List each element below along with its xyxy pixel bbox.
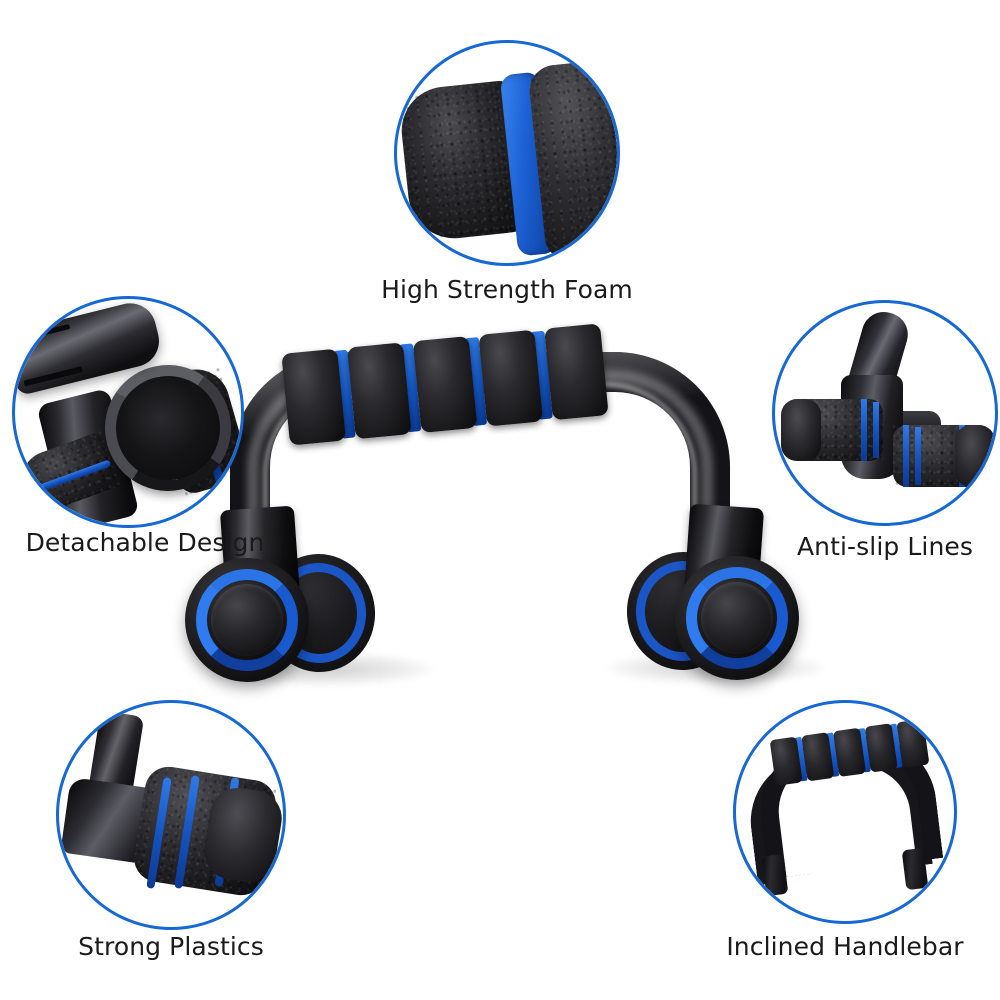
roller-endcap-left [781,399,821,461]
callout-detachable-design [12,296,244,528]
handlebar-foot-left [761,853,789,897]
grip-foam-segment [412,336,478,433]
cap-slot [23,366,84,387]
callout-image-clip [397,43,617,263]
blue-ring [196,569,298,671]
grip-foam-segment [347,342,412,440]
grip-foam-segment [478,329,543,427]
callout-image-clip [775,303,995,523]
callout-label-anti-slip-lines: Anti-slip Lines [796,532,974,561]
product-foot-left [185,558,309,682]
main-product-image [175,323,825,690]
callout-circle [772,300,998,526]
handlebar-foot-right [901,847,929,891]
product-foot-right [675,556,799,680]
blue-ring [873,402,879,458]
callout-label-strong-plastics: Strong Plastics [78,932,264,961]
callout-strong-plastics [56,700,286,930]
blue-ring [861,399,867,461]
callout-image-clip [59,703,283,927]
cap-slot [15,323,71,343]
blue-ring [915,427,921,485]
callout-label-inclined-handlebar: Inclined Handlebar [726,932,964,961]
callout-label-detachable-design: Detachable Design [25,528,265,557]
callout-anti-slip-lines [772,300,998,526]
callout-circle [733,700,957,924]
callout-inclined-handlebar [733,700,957,924]
foot-endcap [211,584,283,656]
roller-endcap-right [955,425,995,487]
foot-endcap [701,582,773,654]
callout-high-strength-foam [394,40,620,266]
grip-foam-segment [544,323,609,421]
blue-ring [903,425,909,487]
callout-image-clip [736,703,954,921]
callout-image-clip [15,299,241,525]
callout-circle [12,296,244,528]
callout-circle [394,40,620,266]
grip-foam-segment [896,718,930,769]
grip-foam-segment [281,348,346,446]
callout-label-high-strength-foam: High Strength Foam [381,275,633,304]
blue-ring [686,567,788,669]
callout-circle [56,700,286,930]
